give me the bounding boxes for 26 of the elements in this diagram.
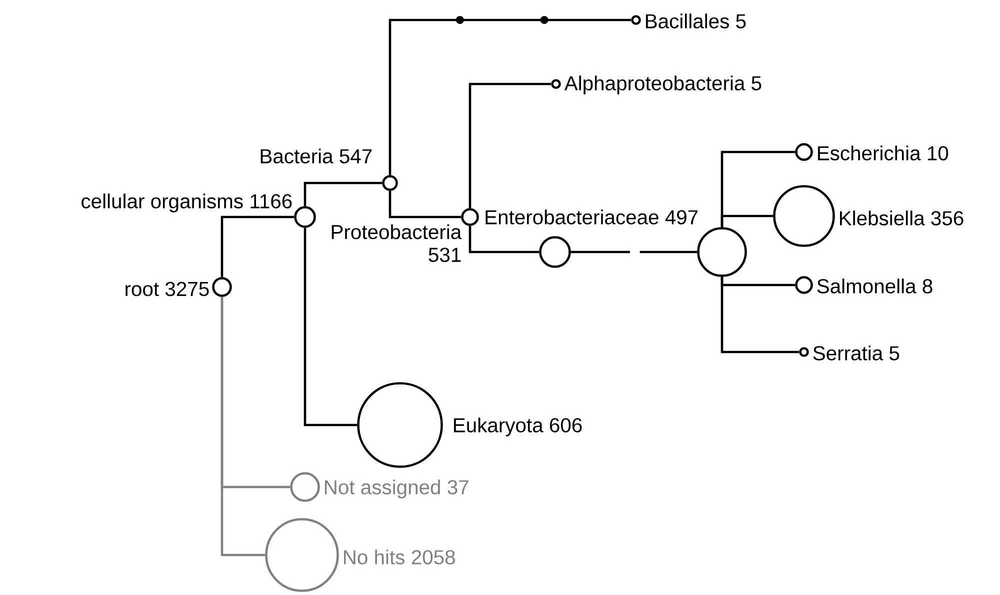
taxon-label: Enterobacteriaceae 497 xyxy=(486,210,698,224)
tree-branch xyxy=(468,226,540,254)
taxon-label: Proteobacteria 531 xyxy=(332,224,462,262)
taxon-label: Alphaproteobacteria 5 xyxy=(564,76,762,94)
tree-branch xyxy=(720,214,774,228)
taxon-label: Salmonella 8 xyxy=(817,278,932,294)
taxon-label: Klebsiella 356 xyxy=(840,210,964,226)
taxon-label: root 3275 xyxy=(126,282,209,296)
tree-branch xyxy=(304,182,382,206)
tree-branch xyxy=(570,250,698,254)
taxon-label: Bacillales 5 xyxy=(646,14,746,28)
taxon-label: Not assigned 37 xyxy=(325,480,468,498)
tree-branch xyxy=(220,216,294,278)
tree-branch xyxy=(388,190,462,218)
tree-branch xyxy=(468,82,552,208)
taxon-label: No hits 2058 xyxy=(344,550,455,564)
tree-node-circle xyxy=(539,236,571,268)
tree-branch xyxy=(304,228,358,426)
taxon-label: Serratia 5 xyxy=(813,346,900,360)
taxon-label: cellular organisms 1166 xyxy=(82,194,292,212)
tree-branch xyxy=(388,16,632,176)
tree-branch xyxy=(220,296,266,556)
tree-branch xyxy=(720,276,800,354)
taxon-label: Eukaryota 606 xyxy=(454,418,582,436)
taxon-label: Escherichia 10 xyxy=(818,146,948,160)
taxon-label: Bacteria 547 xyxy=(260,148,372,164)
